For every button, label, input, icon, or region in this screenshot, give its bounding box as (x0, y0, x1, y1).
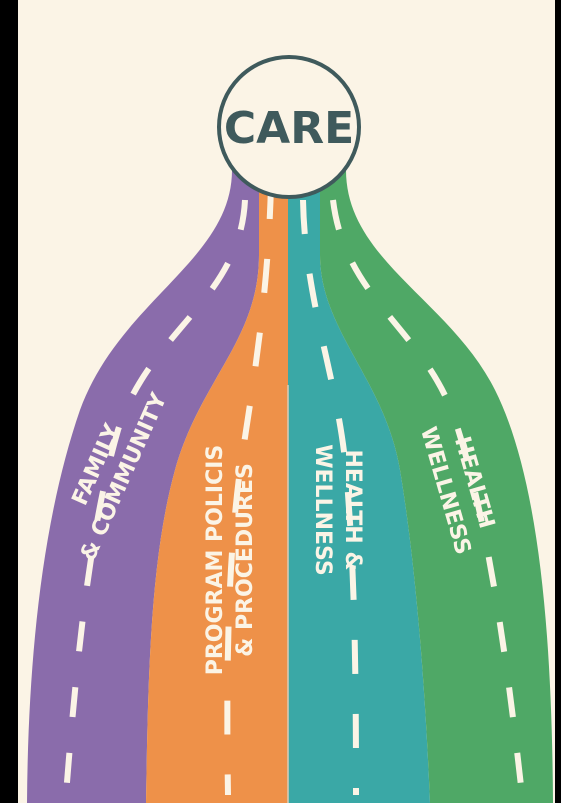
road-green-dashes (330, 199, 525, 796)
health-teal-label-line1: HEALTH & (340, 449, 365, 570)
program-label-line2: & PROCEDURES (233, 463, 258, 657)
road-family-community (27, 170, 259, 803)
program-label-group: PROGRAM POLICIS & PROCEDURES (203, 445, 258, 676)
care-hub-label: CARE (224, 103, 354, 154)
road-teal-dashes (300, 199, 359, 796)
program-label-line1: PROGRAM POLICIS (203, 445, 228, 676)
health-teal-label-line2: WELLNESS (310, 444, 335, 575)
health-teal-label-group: HEALTH & WELLNESS (310, 444, 365, 575)
road-program-dashes (224, 184, 274, 796)
road-program-policies (146, 170, 288, 803)
care-hub-circle (217, 55, 361, 199)
road-health-wellness-teal (288, 170, 430, 803)
road-health-wellness-green (320, 170, 553, 803)
road-family-dashes (63, 199, 248, 796)
